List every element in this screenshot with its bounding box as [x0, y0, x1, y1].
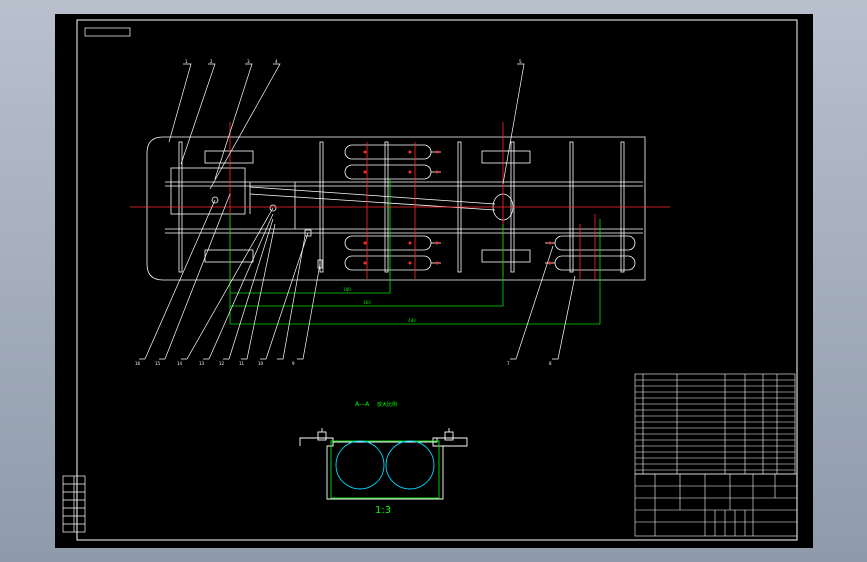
- leader-lines-bottom: [139, 193, 576, 360]
- sheet-border: [76, 19, 798, 541]
- fitting-b: [269, 204, 277, 212]
- leader-top-2: 3: [247, 59, 250, 64]
- dimension-text-3: 1: [384, 205, 387, 210]
- leader-bottom-4: 12: [219, 361, 225, 366]
- fitting-a: [211, 196, 219, 204]
- wheel-front-bottom: [204, 249, 254, 263]
- cylinder-pair-lower: [344, 235, 441, 271]
- cylinder-pair-upper: [344, 144, 441, 180]
- leader-bottom-8: 7: [507, 361, 510, 366]
- section-title: A—A 放大比例: [355, 401, 397, 408]
- leader-bottom-9: 8: [549, 361, 552, 366]
- leader-top-3: 4: [275, 59, 278, 64]
- title-tag-box: [84, 27, 131, 37]
- cylinder-pair-rear: [545, 235, 636, 271]
- dimension-text-0: 180: [343, 287, 351, 292]
- leader-bottom-6: 10: [258, 361, 264, 366]
- leader-top-1: 2: [210, 59, 213, 64]
- section-sub: 放大比例: [377, 401, 397, 408]
- dimension-text-2: 480: [408, 318, 416, 323]
- fitting-c: [304, 229, 312, 237]
- leader-bottom-3: 13: [199, 361, 205, 366]
- centerlines: [130, 122, 670, 284]
- leader-top-4: 5: [519, 59, 522, 64]
- wheel-rear-bottom: [481, 249, 531, 263]
- leader-bottom-5: 11: [239, 361, 245, 366]
- revision-strip: [62, 475, 86, 533]
- gas-cylinders-plan: [344, 144, 636, 271]
- parts-list: [634, 373, 796, 475]
- drawing-canvas[interactable]: 180 360 480 1 1 2 3 4 5: [55, 14, 813, 548]
- section-view: [299, 428, 468, 500]
- section-label: A—A: [355, 401, 370, 408]
- chassis-outline: [146, 136, 646, 281]
- wheel-front-top: [204, 150, 254, 164]
- leader-bottom-1: 15: [155, 361, 161, 366]
- leader-bottom-2: 14: [177, 361, 183, 366]
- scale-text: 1:3: [375, 505, 391, 516]
- leader-labels-bottom: 16 15 14 13 12 11 10 9 7 8: [135, 361, 552, 366]
- dimension-lines: [229, 179, 601, 325]
- dimension-texts: 180 360 480 1: [343, 205, 416, 323]
- leader-bottom-7: 9: [292, 361, 295, 366]
- cad-drawing: 180 360 480 1 1 2 3 4 5: [62, 19, 798, 541]
- valve-markers: [363, 150, 552, 265]
- wheel-rear-top: [481, 150, 531, 164]
- engine-block: [170, 167, 246, 215]
- fitting-d: [317, 259, 323, 269]
- leader-top-0: 1: [185, 59, 188, 64]
- dimension-text-1: 360: [363, 300, 371, 305]
- leader-labels-top: 1 2 3 4 5: [185, 59, 522, 64]
- leader-bottom-0: 16: [135, 361, 141, 366]
- drive-shaft: [249, 186, 496, 205]
- title-block: [634, 473, 798, 537]
- leader-lines-top: [168, 63, 525, 190]
